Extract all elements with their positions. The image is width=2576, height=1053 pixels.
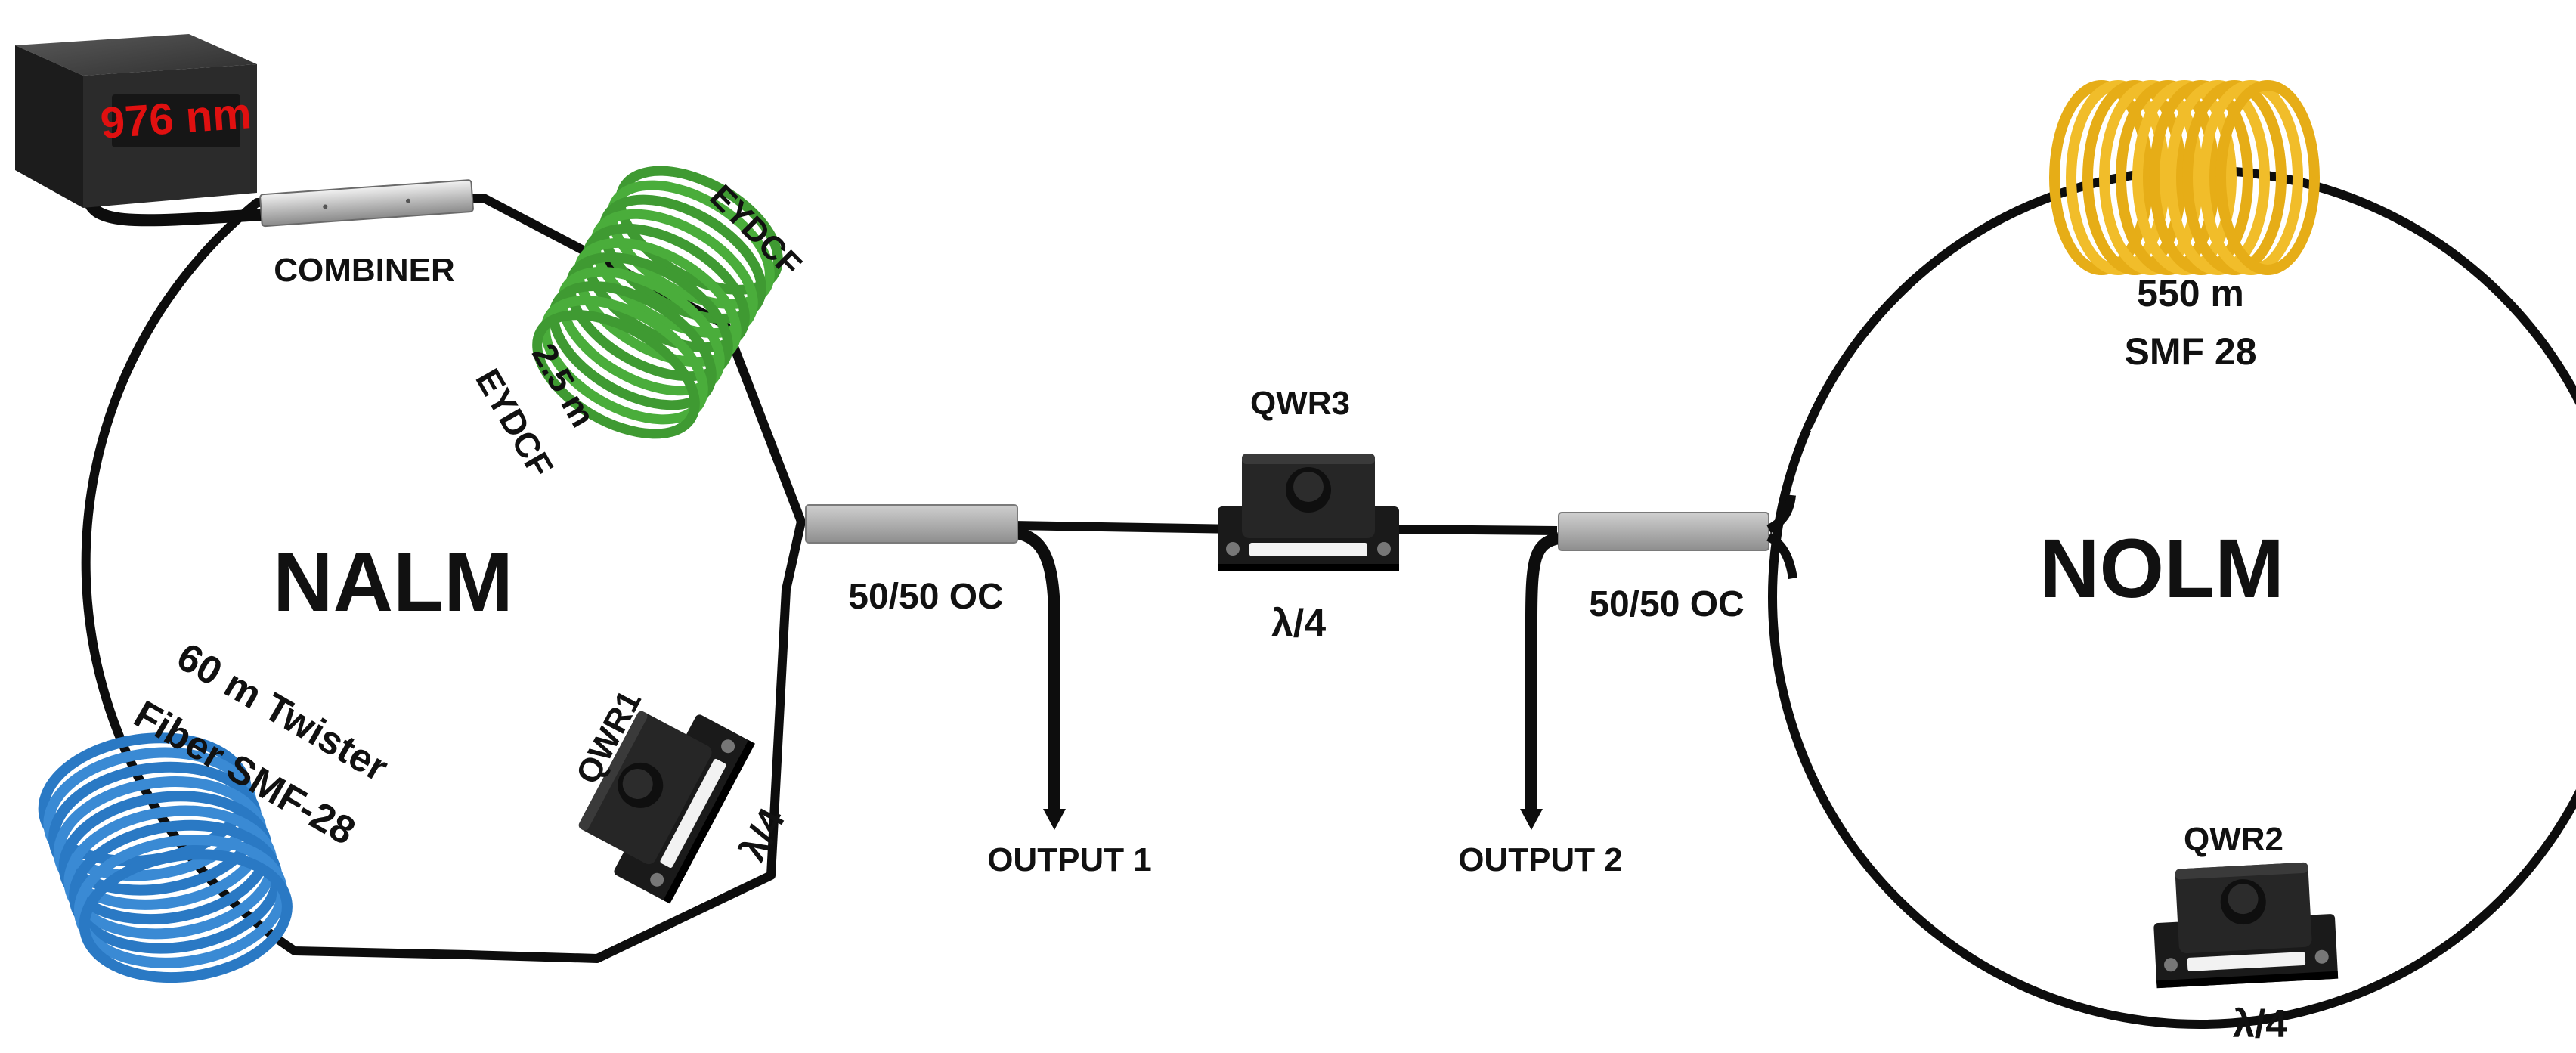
nolm-title: NOLM <box>2039 522 2284 615</box>
smf-28-coil <box>2049 80 2320 275</box>
smf-name-label: SMF 28 <box>2124 330 2256 373</box>
output2-fiber <box>1525 532 1560 810</box>
output1-fiber <box>1015 527 1060 810</box>
output1-label: OUTPUT 1 <box>987 841 1152 878</box>
qwr2-lambda-label: λ/4 <box>2233 1002 2287 1046</box>
pump-combiner <box>259 179 474 228</box>
oc-left-to-qwr3-fiber <box>1012 521 1240 534</box>
nolm-fiber-splice <box>1810 419 1822 434</box>
output1-arrow <box>1043 809 1066 830</box>
smf-length-label: 550 m <box>2137 272 2244 314</box>
qwr3-label: QWR3 <box>1250 385 1350 422</box>
oc-left-coupler <box>805 504 1018 544</box>
nolm-coupler-link-fiber <box>1766 494 1796 534</box>
pump-laser-source: 976 nm <box>15 34 278 227</box>
qwr3-to-oc-right-fiber <box>1390 525 1558 535</box>
qwr3-lambda-label: λ/4 <box>1271 602 1326 646</box>
nolm-coupler-link-fiber-2 <box>1766 532 1797 580</box>
nalm-title: NALM <box>273 536 513 629</box>
output2-label: OUTPUT 2 <box>1458 841 1623 878</box>
qwr2-label: QWR2 <box>2184 821 2283 858</box>
oc-right-coupler <box>1558 512 1769 551</box>
oc-right-label: 50/50 OC <box>1589 584 1744 624</box>
twister-fiber-coil <box>38 732 293 983</box>
nalm-fiber-ring <box>81 194 806 963</box>
qwr1-lambda-label: λ/4 <box>731 801 793 868</box>
oc-left-label: 50/50 OC <box>848 577 1003 617</box>
output2-arrow <box>1520 809 1543 830</box>
qwr2-waveplate[interactable] <box>2150 860 2339 989</box>
qwr3-waveplate[interactable] <box>1218 454 1399 571</box>
qwr1-waveplate[interactable] <box>565 688 755 904</box>
eydcf-coil <box>532 166 783 439</box>
source-wavelength-display: 976 nm <box>99 88 253 148</box>
combiner-label: COMBINER <box>274 252 455 289</box>
